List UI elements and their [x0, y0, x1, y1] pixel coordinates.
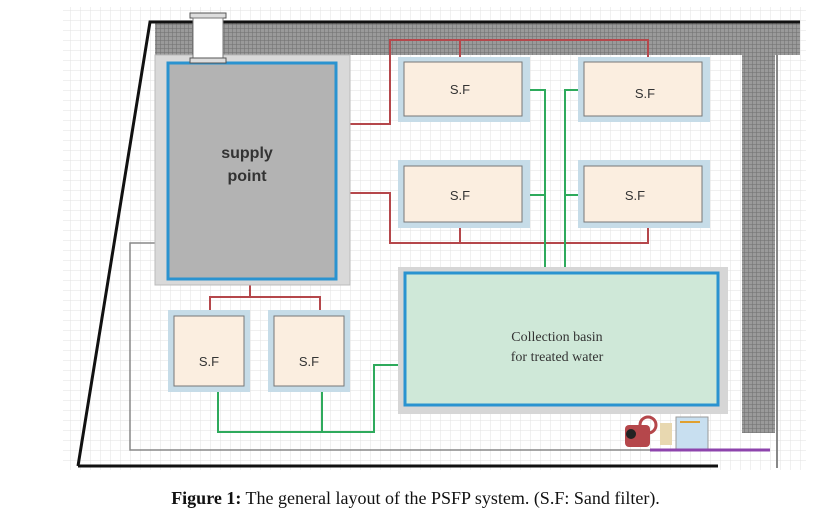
figure-caption: Figure 1: The general layout of the PSFP…	[0, 488, 831, 509]
site-boundary	[76, 20, 800, 467]
svg-text:S.F: S.F	[625, 188, 645, 203]
pump-icon	[625, 415, 709, 450]
basin-label: for treated water	[511, 350, 604, 365]
valve-icon	[189, 12, 227, 64]
caption-text: The general layout of the PSFP system. (…	[241, 488, 660, 508]
sand-filter: S.F	[168, 310, 250, 392]
basin-label: Collection basin	[511, 330, 602, 345]
caption-label: Figure 1:	[171, 488, 242, 508]
sand-filter: S.F	[578, 57, 710, 122]
svg-text:S.F: S.F	[199, 354, 219, 369]
collection-basin	[403, 271, 720, 407]
svg-text:S.F: S.F	[450, 82, 470, 97]
top-grating	[155, 22, 800, 55]
sand-filter: S.F	[268, 310, 350, 392]
svg-text:S.F: S.F	[299, 354, 319, 369]
supply-point-tank	[166, 61, 338, 281]
sand-filter: S.F	[398, 160, 530, 228]
feed-pipes	[209, 39, 649, 310]
svg-text:S.F: S.F	[635, 86, 655, 101]
svg-text:S.F: S.F	[450, 188, 470, 203]
right-grating	[742, 55, 775, 433]
sand-filter: S.F	[398, 57, 530, 122]
supply-label: point	[227, 168, 267, 185]
gray-line	[129, 242, 740, 451]
supply-label: supply	[221, 145, 273, 162]
sand-filter: S.F	[578, 160, 710, 228]
